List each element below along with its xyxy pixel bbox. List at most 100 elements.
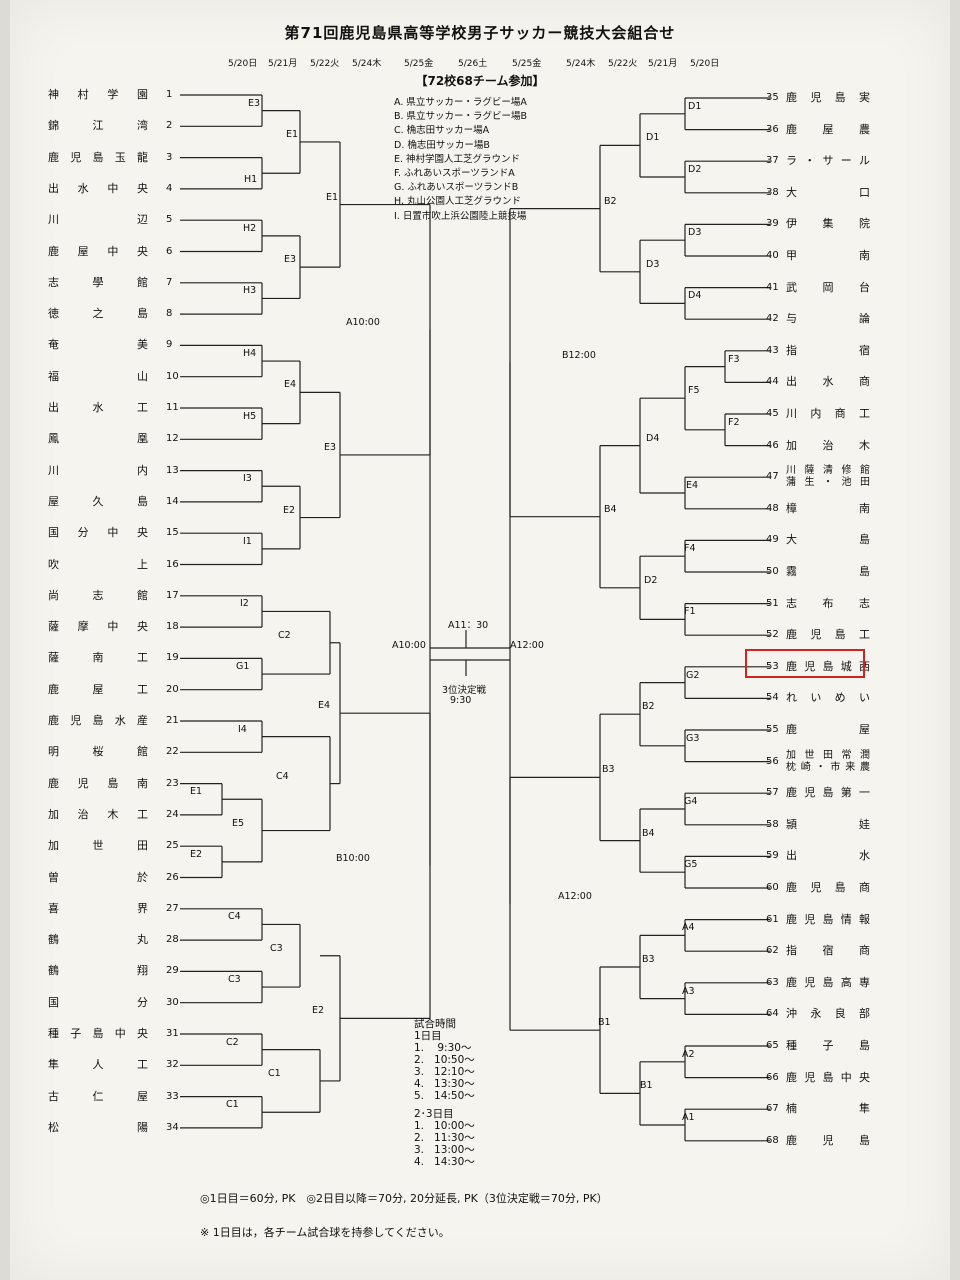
team-number: 43 <box>766 344 779 356</box>
match-label: G2 <box>686 669 700 681</box>
team-number: 33 <box>166 1090 179 1102</box>
match-label: B1 <box>598 1017 611 1029</box>
team-row: 58 頴娃 <box>766 816 876 834</box>
team-name: 加治木工 <box>48 807 148 821</box>
date-header: 5/26土 <box>458 59 488 69</box>
team-number: 47 <box>766 471 779 483</box>
team-row: 加治木工 24 <box>48 806 179 824</box>
team-name: 喜界 <box>48 901 148 915</box>
team-number: 55 <box>766 724 779 735</box>
team-name: 隼人工 <box>48 1058 148 1072</box>
team-number: 6 <box>166 245 173 257</box>
team-number: 2 <box>166 120 173 132</box>
match-label: C2 <box>278 629 291 641</box>
match-label: F5 <box>688 385 700 397</box>
team-number: 59 <box>766 850 779 862</box>
match-time-row: 1. 10:00〜 <box>414 1120 475 1132</box>
team-number: 30 <box>166 996 179 1008</box>
match-label: E1 <box>326 191 339 203</box>
match-label: F4 <box>684 543 696 555</box>
team-number: 58 <box>766 818 779 830</box>
match-time-row: 5. 14:50〜 <box>414 1090 475 1102</box>
match-label: B10:00 <box>336 852 370 864</box>
match-label: C3 <box>270 942 283 954</box>
team-name: 鳳凰 <box>48 432 148 446</box>
match-label: I3 <box>243 473 252 485</box>
team-number: 21 <box>166 715 179 726</box>
team-name: 頴娃 <box>786 817 870 831</box>
team-name: 奄美 <box>48 338 148 352</box>
team-name: 鹿児島高専 <box>786 975 870 989</box>
team-number: 22 <box>166 746 179 758</box>
team-name: 鹿児島第一 <box>786 786 870 800</box>
team-number: 42 <box>766 313 779 325</box>
team-number: 41 <box>766 281 779 293</box>
match-label: E1 <box>286 128 299 140</box>
match-label: C1 <box>268 1067 281 1079</box>
footer-note: ※ 1日目は，各チーム試合球を持参してください。 <box>200 1226 450 1239</box>
match-label: E4 <box>318 700 331 712</box>
team-number: 67 <box>766 1103 779 1115</box>
team-name: 伊集院 <box>786 217 870 231</box>
match-label: A11：30 <box>448 620 489 631</box>
team-name: 鶴翔 <box>48 964 148 978</box>
team-name: 指宿商 <box>786 944 870 958</box>
match-label: E2 <box>190 848 203 860</box>
team-number: 48 <box>766 502 779 514</box>
team-number: 39 <box>766 218 779 230</box>
team-name: 鹿屋工 <box>48 682 148 696</box>
team-number: 13 <box>166 464 179 476</box>
team-number: 34 <box>166 1121 179 1133</box>
venue-item: F. ふれあいスポーツランドA <box>394 168 515 180</box>
team-number: 51 <box>766 597 779 609</box>
team-number: 18 <box>166 621 179 633</box>
team-number: 24 <box>166 808 179 820</box>
team-number: 11 <box>166 402 179 413</box>
team-number: 27 <box>166 902 179 914</box>
match-time-row: 1. 9:30〜 <box>414 1042 472 1054</box>
team-number: 23 <box>166 777 179 789</box>
team-name: 鹿児島実 <box>786 91 870 104</box>
team-row: 喜界 27 <box>48 900 179 918</box>
team-number: 12 <box>166 433 179 445</box>
team-name: 鹿屋農 <box>786 122 870 136</box>
match-label: B1 <box>640 1080 653 1092</box>
team-name: 屋久島 <box>48 494 148 508</box>
team-number: 64 <box>766 1008 779 1020</box>
third-place-time: 9:30 <box>450 695 472 706</box>
date-header: 5/25金 <box>404 59 434 69</box>
team-number: 4 <box>166 182 173 194</box>
team-number: 17 <box>166 589 179 601</box>
team-name: 種子島中央 <box>48 1027 148 1040</box>
match-label: D4 <box>688 290 702 302</box>
match-label: C1 <box>226 1099 239 1111</box>
match-label: C4 <box>228 911 241 923</box>
match-time-row: 2. 10:50〜 <box>414 1054 475 1066</box>
team-name: 徳之島 <box>48 307 148 321</box>
team-name: 指宿 <box>786 343 870 357</box>
